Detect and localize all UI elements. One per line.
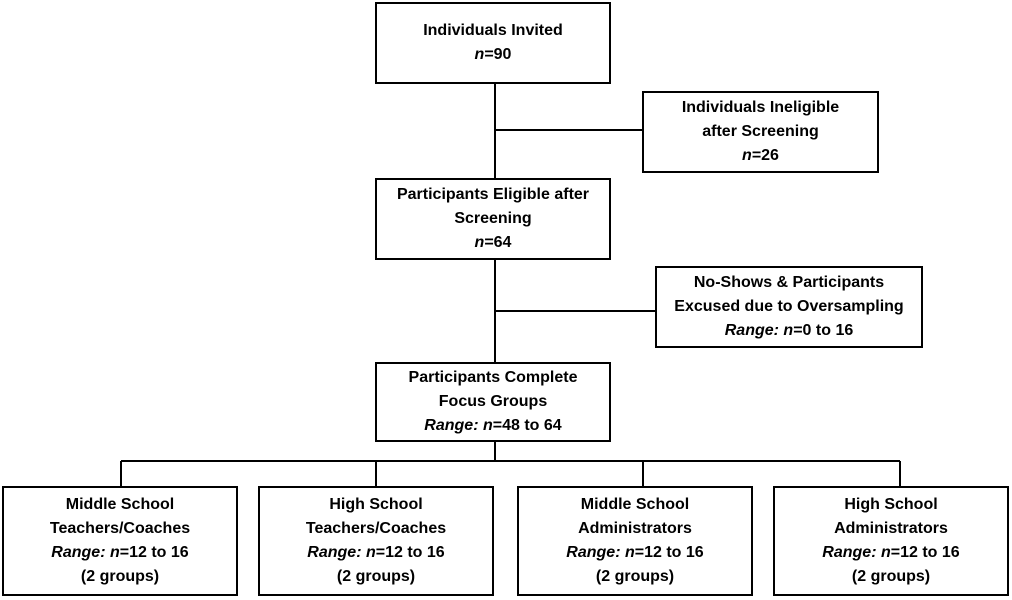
- node-title-line1: High School: [329, 496, 423, 513]
- node-range: Range: n=12 to 16: [307, 544, 445, 561]
- node-groups: (2 groups): [336, 568, 416, 585]
- node-title-line1: Participants Complete: [408, 369, 578, 386]
- node-title-line1: Participants Eligible after: [396, 186, 590, 203]
- node-title-line1: High School: [844, 496, 938, 513]
- node-individuals-ineligible: Individuals Ineligible after Screening n…: [642, 91, 879, 173]
- node-title-line1: Middle School: [580, 496, 690, 513]
- node-count: n=26: [742, 147, 779, 164]
- node-range: Range: n=48 to 64: [424, 417, 562, 434]
- node-groups: (2 groups): [80, 568, 160, 585]
- node-title-line2: Teachers/Coaches: [305, 520, 447, 537]
- node-groups: (2 groups): [851, 568, 931, 585]
- node-title-line2: after Screening: [702, 123, 819, 140]
- node-title-line2: Administrators: [578, 520, 692, 537]
- node-title-line2: Screening: [454, 210, 532, 227]
- node-title-line2: Excused due to Oversampling: [674, 298, 904, 315]
- node-title-line2: Teachers/Coaches: [49, 520, 191, 537]
- node-title-line1: No-Shows & Participants: [693, 274, 885, 291]
- node-count: n=90: [474, 46, 512, 63]
- node-individuals-invited: Individuals Invited n=90: [375, 2, 611, 84]
- node-range: Range: n=12 to 16: [566, 544, 704, 561]
- node-title-line2: Administrators: [834, 520, 948, 537]
- node-middle-school-teachers: Middle School Teachers/Coaches Range: n=…: [2, 486, 238, 596]
- node-high-school-teachers: High School Teachers/Coaches Range: n=12…: [258, 486, 494, 596]
- node-range: Range: n=12 to 16: [51, 544, 189, 561]
- node-participants-eligible: Participants Eligible after Screening n=…: [375, 178, 611, 260]
- node-title: Individuals Invited: [423, 22, 563, 39]
- node-title-line1: Individuals Ineligible: [681, 99, 840, 116]
- node-title-line1: Middle School: [65, 496, 175, 513]
- node-groups: (2 groups): [595, 568, 675, 585]
- node-title-line2: Focus Groups: [438, 393, 548, 410]
- node-participants-complete: Participants Complete Focus Groups Range…: [375, 362, 611, 442]
- node-count: n=64: [474, 234, 512, 251]
- node-no-shows-excused: No-Shows & Participants Excused due to O…: [655, 266, 923, 348]
- node-high-school-administrators: High School Administrators Range: n=12 t…: [773, 486, 1009, 596]
- node-range: Range: n=12 to 16: [822, 544, 960, 561]
- node-middle-school-administrators: Middle School Administrators Range: n=12…: [517, 486, 753, 596]
- node-range: Range: n=0 to 16: [724, 322, 854, 339]
